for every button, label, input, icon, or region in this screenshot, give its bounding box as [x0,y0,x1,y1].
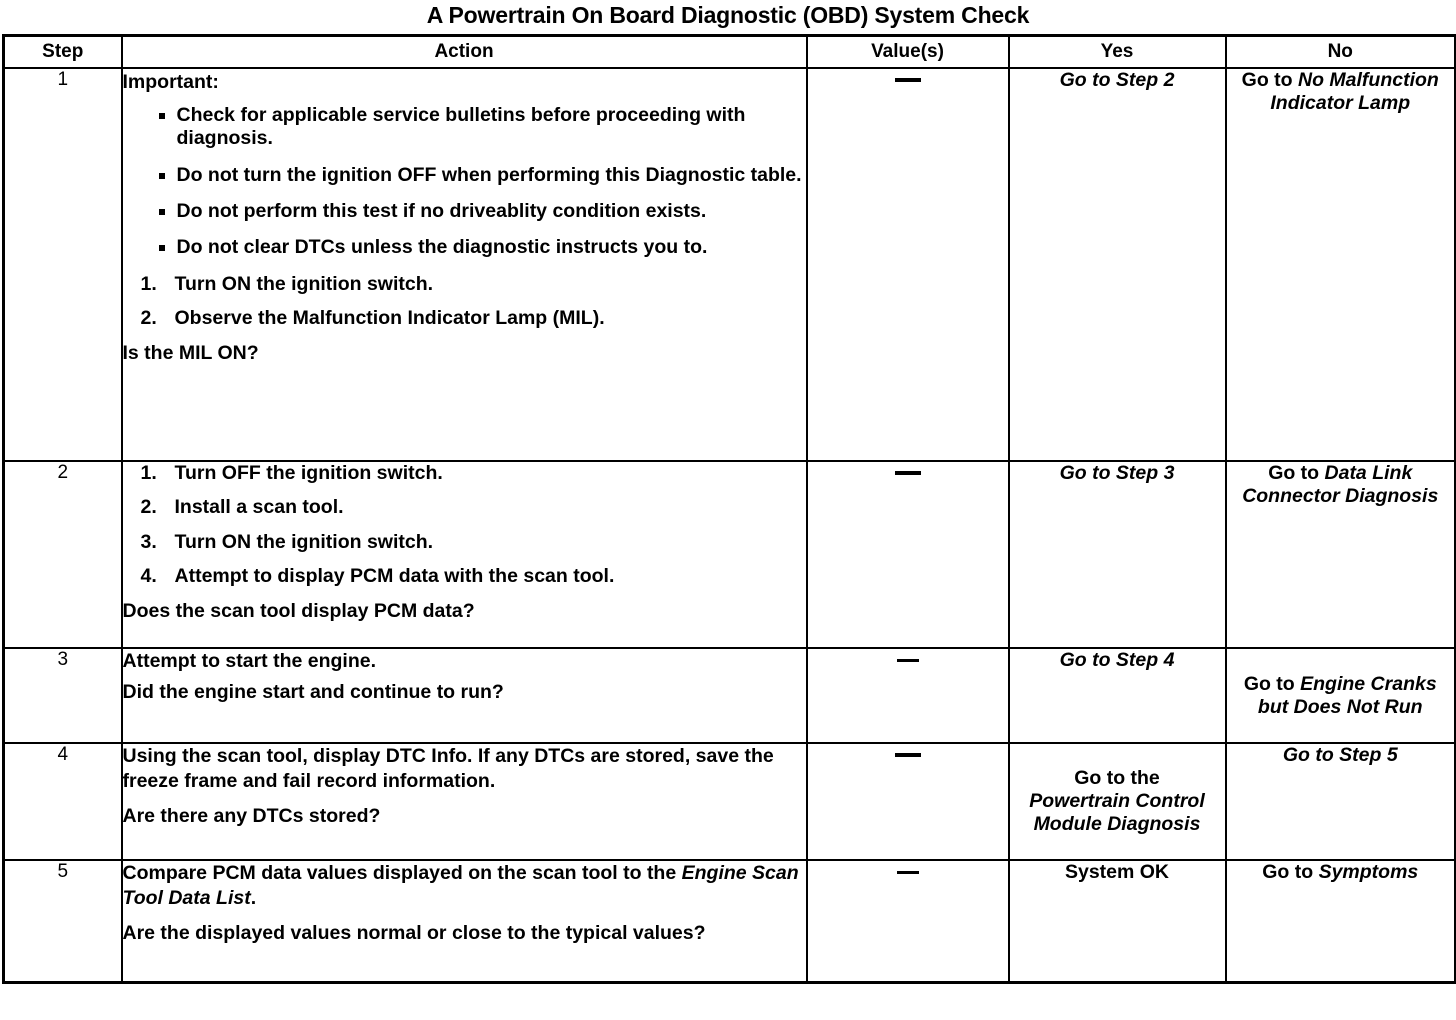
em-dash-mark [896,871,919,874]
step-yes-result: Go to the Powertrain Control Module Diag… [1007,742,1227,861]
step-question: Is the MIL ON? [122,341,259,364]
step-yes-result: System OK [1007,859,1227,983]
no-prefix: Go to [1262,861,1319,883]
list-item-number: 1. [140,272,157,295]
step-number: 1 [2,67,123,462]
action-line-reference: Engine Scan Tool Data List [122,862,799,910]
list-item-number: 2. [140,307,157,330]
table-row: 4 Using the scan tool, display DTC Info.… [2,742,1456,861]
em-dash-mark [894,753,921,757]
no-prefix: Go to [1243,672,1301,695]
list-item: 2. Observe the Malfunction Indicator Lam… [141,307,806,330]
list-item-text: Observe the Malfunction Indicator Lamp (… [174,307,605,330]
list-item-text: Turn ON the ignition switch. [174,272,434,295]
header-row: Step Action Value(s) Yes No [2,34,1456,69]
step-no-result: Go to No Malfunction Indicator Lamp [1224,67,1456,462]
list-item-number: 3. [140,530,157,553]
list-item: 3. Turn ON the ignition switch. [141,531,806,554]
column-header-action: Action [120,34,808,69]
list-item-number: 1. [140,462,157,484]
bullet-list: Check for applicable service bulletins b… [123,104,806,260]
list-item: Do not clear DTCs unless the diagnostic … [157,236,806,259]
step-question: Does the scan tool display PCM data? [122,599,475,622]
list-item: Do not turn the ignition OFF when perfor… [157,164,806,187]
step-value [805,460,1010,649]
step-number: 5 [2,859,123,983]
list-item: 1. Turn ON the ignition switch. [141,273,806,296]
step-number: 4 [2,742,123,861]
step-question: Did the engine start and continue to run… [122,681,504,704]
list-item: 2. Install a scan tool. [141,496,806,519]
step-question: Are there any DTCs stored? [122,804,381,827]
column-header-value: Value(s) [805,34,1010,69]
step-value [805,859,1010,983]
important-label: Important: [122,71,219,93]
step-no-result: Go to Data Link Connector Diagnosis [1224,460,1456,649]
no-reference: Symptoms [1318,861,1419,883]
numbered-list: 1. Turn ON the ignition switch. 2. Obser… [123,273,806,331]
step-action: Compare PCM data values displayed on the… [120,859,808,983]
list-item: 1. Turn OFF the ignition switch. [141,462,806,485]
step-no-result: Go to Step 5 [1224,742,1456,861]
action-line: Attempt to start the engine. [122,650,377,672]
step-value [805,742,1010,861]
step-number: 3 [2,647,123,744]
list-item: Do not perform this test if no driveabli… [157,200,806,223]
yes-reference: Go to Step 4 [1059,649,1175,671]
yes-reference: System OK [1064,861,1170,883]
table-row: 5 Compare PCM data values displayed on t… [2,859,1456,983]
table-row: 2 1. Turn OFF the ignition switch. 2. In… [2,460,1456,649]
page-title: A Powertrain On Board Diagnostic (OBD) S… [426,2,1030,28]
column-header-no: No [1224,34,1456,69]
list-item-number: 2. [140,496,157,519]
table-header: Step Action Value(s) Yes No [2,34,1456,69]
step-number: 2 [2,460,123,649]
step-value [805,67,1010,462]
step-no-result: Go to Symptoms [1224,859,1456,983]
yes-prefix: Go to the [1074,767,1160,789]
list-item-text: Install a scan tool. [174,496,344,519]
no-prefix: Go to [1268,462,1325,484]
no-reference: Engine Cranks but Does Not Run [1257,672,1437,718]
no-reference: Data Link Connector Diagnosis [1242,462,1439,507]
yes-reference: Go to Step 2 [1059,69,1175,91]
no-reference: Go to Step 5 [1282,744,1398,766]
diagnostic-table: Step Action Value(s) Yes No 1 Important:… [2,34,1456,984]
list-item-text: Attempt to display PCM data with the sca… [174,565,615,588]
no-prefix: Go to [1241,69,1298,91]
table-row: 3 Attempt to start the engine. Did the e… [2,647,1456,744]
list-item-text: Turn OFF the ignition switch. [174,462,443,484]
step-no-result: Go to Engine Cranks but Does Not Run [1224,647,1456,744]
step-question: Are the displayed values normal or close… [122,921,706,944]
step-action: Attempt to start the engine. Did the eng… [120,647,808,744]
list-item: 4. Attempt to display PCM data with the … [141,565,806,588]
action-line-post: . [250,887,257,910]
yes-reference: Powertrain Control Module Diagnosis [1029,790,1205,835]
table-body: 1 Important: Check for applicable servic… [2,67,1456,983]
action-line: Compare PCM data values displayed on the… [123,861,806,912]
em-dash-mark [894,471,921,475]
list-item: Check for applicable service bulletins b… [157,104,806,151]
list-item-number: 4. [140,565,157,588]
step-action: Important: Check for applicable service … [120,67,808,462]
step-yes-result: Go to Step 4 [1007,647,1227,744]
step-value [805,647,1010,744]
step-action: Using the scan tool, display DTC Info. I… [120,742,808,861]
action-line-pre: Compare PCM data values displayed on the… [122,862,682,884]
list-item-text: Turn ON the ignition switch. [174,530,434,553]
no-reference: No Malfunction Indicator Lamp [1270,69,1439,114]
yes-reference: Go to Step 3 [1059,462,1175,484]
action-line: Using the scan tool, display DTC Info. I… [122,745,774,793]
table-row: 1 Important: Check for applicable servic… [2,67,1456,462]
step-yes-result: Go to Step 3 [1007,460,1227,649]
em-dash-mark [894,78,921,82]
step-yes-result: Go to Step 2 [1007,67,1227,462]
column-header-step: Step [2,34,123,69]
step-action: 1. Turn OFF the ignition switch. 2. Inst… [120,460,808,649]
numbered-list: 1. Turn OFF the ignition switch. 2. Inst… [123,462,806,589]
em-dash-mark [896,659,919,662]
column-header-yes: Yes [1007,34,1227,69]
